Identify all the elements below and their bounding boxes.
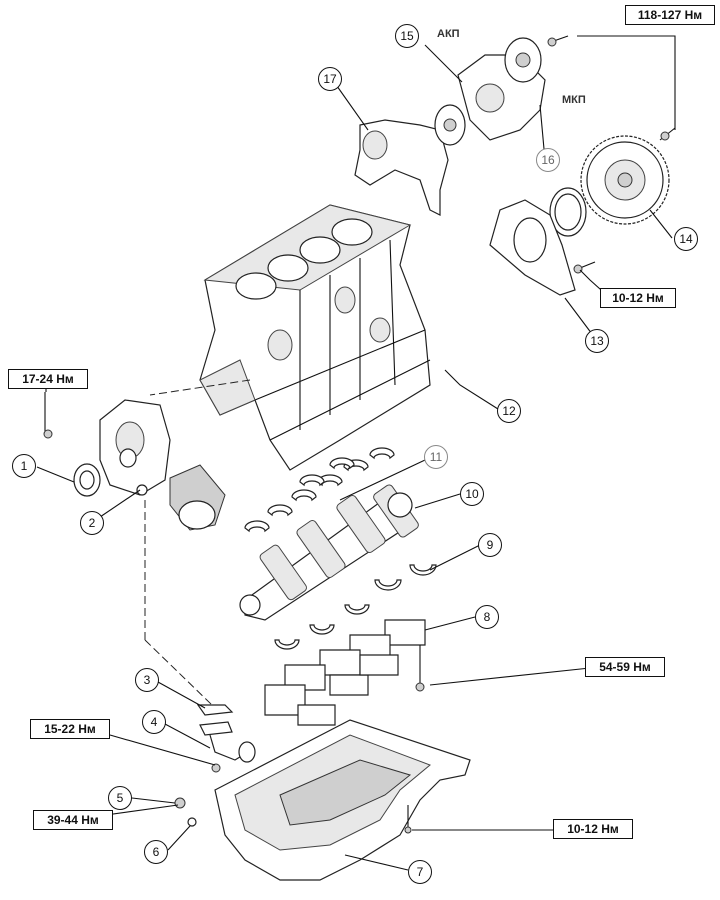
callout-16: 16 bbox=[536, 148, 560, 172]
callout-17: 17 bbox=[318, 67, 342, 91]
callout-11: 11 bbox=[424, 445, 448, 469]
front-crank-seal bbox=[73, 463, 101, 497]
label-akp: АКП bbox=[437, 28, 460, 40]
oil-pump-housing bbox=[99, 399, 226, 531]
thrust-washers bbox=[274, 564, 437, 650]
engine-block bbox=[199, 204, 431, 471]
torque-main-cap-bolts: 54-59 Нм bbox=[585, 657, 665, 677]
torque-flywheel-bolts: 118-127 Нм bbox=[625, 5, 715, 25]
callout-13: 13 bbox=[585, 329, 609, 353]
pickup-gasket bbox=[196, 704, 234, 716]
callout-10: 10 bbox=[460, 482, 484, 506]
torque-drain-plug: 39-44 Нм bbox=[33, 810, 113, 830]
rear-seal-retainer bbox=[489, 199, 576, 296]
flywheel-spacers bbox=[434, 37, 542, 146]
torque-rear-seal-bolts: 10-12 Нм bbox=[600, 288, 676, 308]
callout-1: 1 bbox=[12, 454, 36, 478]
upper-main-bearings bbox=[244, 447, 395, 533]
torque-pickup-bolts: 15-22 Нм bbox=[30, 719, 110, 739]
torque-oil-pan-bolts: 10-12 Нм bbox=[553, 819, 633, 839]
callout-5: 5 bbox=[108, 786, 132, 810]
flywheel bbox=[580, 135, 670, 225]
callout-2: 2 bbox=[80, 511, 104, 535]
callout-9: 9 bbox=[478, 533, 502, 557]
oil-pan bbox=[214, 719, 471, 881]
callout-14: 14 bbox=[674, 227, 698, 251]
rear-oil-seal bbox=[549, 187, 587, 237]
callout-7: 7 bbox=[408, 860, 432, 884]
callout-15: 15 bbox=[395, 24, 419, 48]
main-bearing-caps bbox=[264, 619, 426, 726]
engine-rear-plate bbox=[354, 119, 449, 216]
torque-oil-pump-bolts: 17-24 Нм bbox=[8, 369, 88, 389]
oil-pickup-tube bbox=[199, 721, 256, 763]
callout-12: 12 bbox=[497, 399, 521, 423]
callout-3: 3 bbox=[135, 668, 159, 692]
crankshaft bbox=[239, 484, 419, 621]
callout-6: 6 bbox=[144, 840, 168, 864]
label-mkp: МКП bbox=[562, 94, 586, 106]
callout-8: 8 bbox=[475, 605, 499, 629]
callout-4: 4 bbox=[142, 710, 166, 734]
